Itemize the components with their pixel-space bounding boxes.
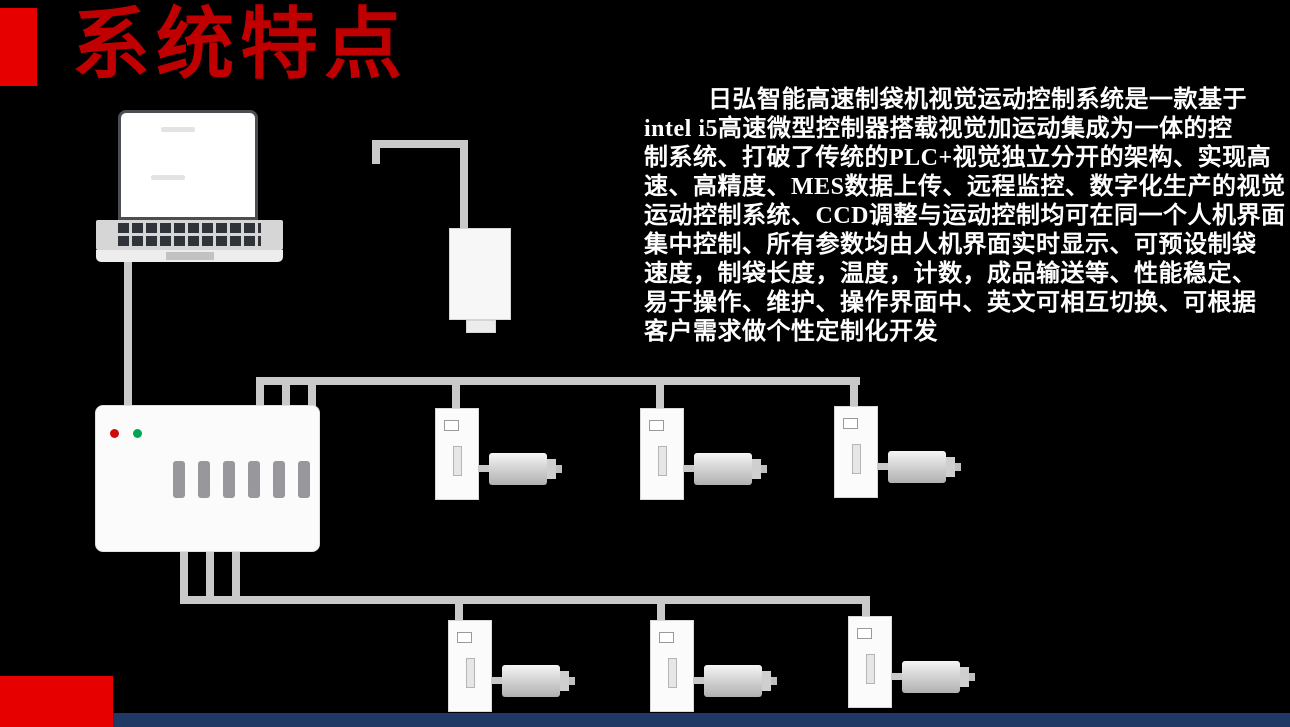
drive-motor-cable [683, 465, 696, 472]
drive-connector-slot [866, 654, 875, 684]
drive-motor-cable [877, 463, 890, 470]
motor-shaft [761, 465, 767, 473]
motor-shaft [556, 465, 562, 473]
description-line: 速度，制袋长度，温度，计数，成品输送等、性能稳定、 [644, 261, 1257, 287]
motor-endcap [946, 457, 955, 477]
description-line: 运动控制系统、CCD调整与运动控制均可在同一个人机界面 [644, 203, 1286, 229]
green-led [133, 429, 142, 438]
motor-shaft [955, 463, 961, 471]
motor-shaft [569, 677, 575, 685]
laptop-screen [118, 110, 258, 220]
drive-connector-slot [852, 444, 861, 474]
servo-drive-icon [848, 616, 892, 708]
cable-bottom-drop-2 [657, 604, 665, 621]
description-line: intel i5高速微型控制器搭载视觉加运动集成为一体的控 [644, 116, 1233, 142]
controller-slot [248, 461, 260, 498]
cable-bottom-stub-3 [232, 551, 240, 597]
servo-drive-unit-top-3 [834, 406, 966, 506]
cable-top-drop-1 [452, 385, 460, 408]
cable-camera-stub [372, 140, 380, 164]
servo-drive-unit-bottom-1 [448, 620, 580, 720]
motor-shaft [969, 673, 975, 681]
motor-endcap [560, 671, 569, 691]
cable-top-stub-2 [282, 385, 290, 406]
description-line: 日弘智能高速制袋机视觉运动控制系统是一款基于 [708, 87, 1247, 113]
drive-connector-slot [466, 658, 475, 688]
drive-connector-slot [658, 446, 667, 476]
description-line: 集中控制、所有参数均由人机界面实时显示、可预设制袋 [644, 232, 1257, 258]
description-paragraph: 日弘智能高速制袋机视觉运动控制系统是一款基于 intel i5高速微型控制器搭载… [644, 86, 1290, 347]
motor-endcap [960, 667, 969, 687]
drive-motor-cable [478, 465, 491, 472]
camera-icon [449, 228, 511, 320]
drive-motor-cable [491, 677, 504, 684]
cable-bottom-drop-1 [455, 604, 463, 621]
drive-connector-slot [453, 446, 462, 476]
touchpad [166, 252, 214, 260]
controller-slot [173, 461, 185, 498]
cable-top-bus [256, 377, 860, 385]
controller-slot [298, 461, 310, 498]
bottom-blue-bar [113, 713, 1290, 727]
controller-slot [198, 461, 210, 498]
motor-icon [489, 453, 562, 485]
camera-lens-mount [466, 320, 496, 333]
watermark-mark [151, 175, 185, 180]
servo-drive-icon [448, 620, 492, 712]
description-line: 易于操作、维护、操作界面中、英文可相互切换、可根据 [644, 290, 1257, 316]
cable-top-drop-2 [656, 385, 664, 408]
cable-bottom-stub-2 [206, 551, 214, 597]
drive-display [649, 420, 664, 431]
top-left-red-block [0, 8, 37, 86]
motor-shaft [771, 677, 777, 685]
drive-motor-cable [693, 677, 706, 684]
controller-slot [273, 461, 285, 498]
keyboard-row [118, 223, 261, 233]
cable-camera-vertical [460, 140, 468, 230]
drive-display [843, 418, 858, 429]
bottom-left-red-block [0, 676, 113, 727]
drive-display [457, 632, 472, 643]
servo-drive-unit-bottom-2 [650, 620, 782, 720]
motor-icon [694, 453, 767, 485]
servo-drive-icon [834, 406, 878, 498]
motion-controller-box [95, 405, 320, 552]
description-line: 制系统、打破了传统的PLC+视觉独立分开的架构、实现高 [644, 145, 1272, 171]
cable-top-drop-3 [850, 385, 858, 407]
controller-slot [223, 461, 235, 498]
drive-motor-cable [891, 673, 904, 680]
servo-drive-icon [640, 408, 684, 500]
cable-bottom-bus [180, 596, 870, 604]
keyboard-row [118, 236, 261, 246]
laptop-palmrest [96, 250, 283, 262]
red-led [110, 429, 119, 438]
cable-bottom-drop-3 [862, 604, 870, 617]
laptop-keyboard [96, 220, 283, 250]
motor-icon [888, 451, 961, 483]
drive-display [659, 632, 674, 643]
cable-top-stub-1 [256, 385, 264, 406]
motor-icon [502, 665, 575, 697]
servo-drive-icon [650, 620, 694, 712]
motor-icon [704, 665, 777, 697]
page-title: 系统特点 [72, 1, 409, 88]
cable-laptop-to-controller [124, 258, 132, 408]
drive-connector-slot [668, 658, 677, 688]
servo-drive-unit-top-2 [640, 408, 772, 508]
servo-drive-unit-top-1 [435, 408, 567, 508]
cable-top-stub-3 [308, 385, 316, 406]
watermark-mark [161, 127, 195, 132]
motor-endcap [547, 459, 556, 479]
motor-endcap [762, 671, 771, 691]
cable-camera-horizontal [372, 140, 468, 148]
drive-display [444, 420, 459, 431]
servo-drive-unit-bottom-3 [848, 616, 980, 716]
cable-bottom-stub-1 [180, 551, 188, 597]
motor-endcap [752, 459, 761, 479]
drive-display [857, 628, 872, 639]
motor-icon [902, 661, 975, 693]
description-line: 客户需求做个性定制化开发 [644, 319, 938, 345]
servo-drive-icon [435, 408, 479, 500]
description-line: 速、高精度、MES数据上传、远程监控、数字化生产的视觉 [644, 174, 1286, 200]
